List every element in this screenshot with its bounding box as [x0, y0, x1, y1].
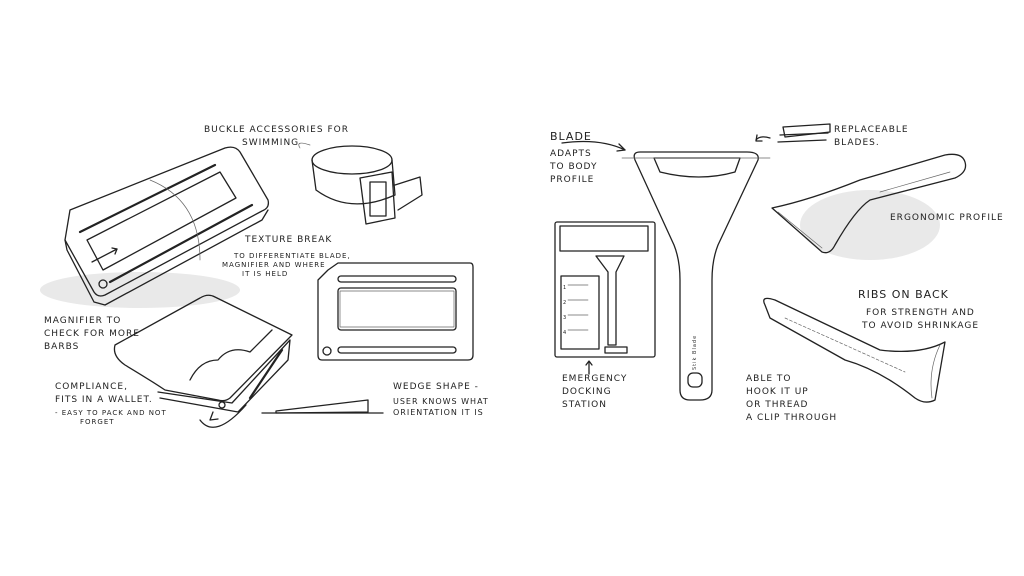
- blade-note-line: to body: [550, 162, 598, 172]
- texture-note-title: Texture break: [245, 235, 333, 245]
- blade-note: adapts to body profile: [550, 148, 597, 187]
- texture-note-line: to differentiate blade,: [234, 252, 351, 260]
- razor-ergonomic-view: [771, 153, 967, 260]
- compliance-note-line: fits in a wallet.: [55, 395, 153, 405]
- docking-note-line: Emergency: [562, 374, 628, 384]
- docking-note-line: docking: [562, 387, 612, 397]
- ribs-note-line: to avoid shrinkage: [862, 321, 980, 331]
- ergonomic-note: Ergonomic profile: [890, 213, 1004, 223]
- replaceable-note: Replaceable blades.: [834, 124, 909, 150]
- docking-note: Emergency docking station: [562, 373, 627, 412]
- docking-step: 2: [563, 300, 568, 306]
- wedge-note: user knows what orientation it is: [393, 396, 489, 418]
- emergency-docking-station: [554, 221, 656, 375]
- docking-step: 4: [563, 330, 568, 336]
- buckle-note-line: swimming: [242, 138, 300, 148]
- magnifier-note-line: Magnifier to: [44, 316, 122, 326]
- ribs-note-line: for strength and: [866, 308, 975, 318]
- compliance-subnote: - easy to pack and not forget: [55, 409, 167, 427]
- hook-note-line: or thread: [746, 400, 809, 410]
- compliance-subnote-line: - easy to pack and not: [55, 409, 167, 417]
- buckle-note-line: Buckle accessories for: [204, 125, 349, 135]
- magnifier-note-line: barbs: [44, 342, 80, 352]
- docking-steps: 1 2 3 4: [563, 281, 567, 341]
- hook-note-line: hook it up: [746, 387, 809, 397]
- magnifier-note-line: check for more: [44, 329, 140, 339]
- card-in-wallet: [113, 294, 293, 428]
- brand-mark: Stik Blade: [692, 334, 698, 370]
- replaceable-note-line: Replaceable: [834, 125, 909, 135]
- docking-note-line: station: [562, 400, 607, 410]
- compliance-subnote-line: forget: [80, 418, 115, 426]
- texture-note: to differentiate blade, magnifier and wh…: [222, 252, 351, 279]
- blade-note-title: Blade: [550, 130, 592, 143]
- ribs-note: for strength and to avoid shrinkage: [862, 307, 979, 333]
- hook-note-line: Able to: [746, 374, 792, 384]
- ribs-note-title: Ribs on back: [858, 288, 949, 301]
- replaceable-note-line: blades.: [834, 138, 880, 148]
- hook-note: Able to hook it up or thread a clip thro…: [746, 373, 837, 425]
- razor-front-view: [561, 140, 771, 401]
- magnifier-note: Magnifier to check for more barbs: [44, 315, 140, 354]
- docking-step: 1: [563, 285, 568, 291]
- buckle-note: Buckle accessories for swimming: [204, 124, 349, 150]
- texture-note-line: it is held: [242, 270, 289, 278]
- wedge-note-line: user knows what: [393, 397, 489, 406]
- card-tool-perspective: [40, 146, 270, 308]
- card-tool-front-view: [317, 262, 474, 361]
- hook-note-line: a clip through: [746, 413, 838, 423]
- texture-note-line: magnifier and where: [222, 261, 326, 269]
- blade-note-line: adapts: [550, 149, 592, 159]
- wedge-profile: [261, 399, 384, 414]
- compliance-note-line: Compliance,: [55, 382, 128, 392]
- razor-back-view: [763, 297, 946, 403]
- wedge-note-line: orientation it is: [393, 408, 484, 417]
- wedge-note-title: Wedge shape -: [393, 382, 479, 392]
- swim-buckle-strap: [298, 142, 423, 225]
- docking-step: 3: [563, 315, 568, 321]
- blade-note-line: profile: [550, 175, 595, 185]
- compliance-note: Compliance, fits in a wallet.: [55, 381, 153, 407]
- replaceable-blades: [755, 123, 831, 143]
